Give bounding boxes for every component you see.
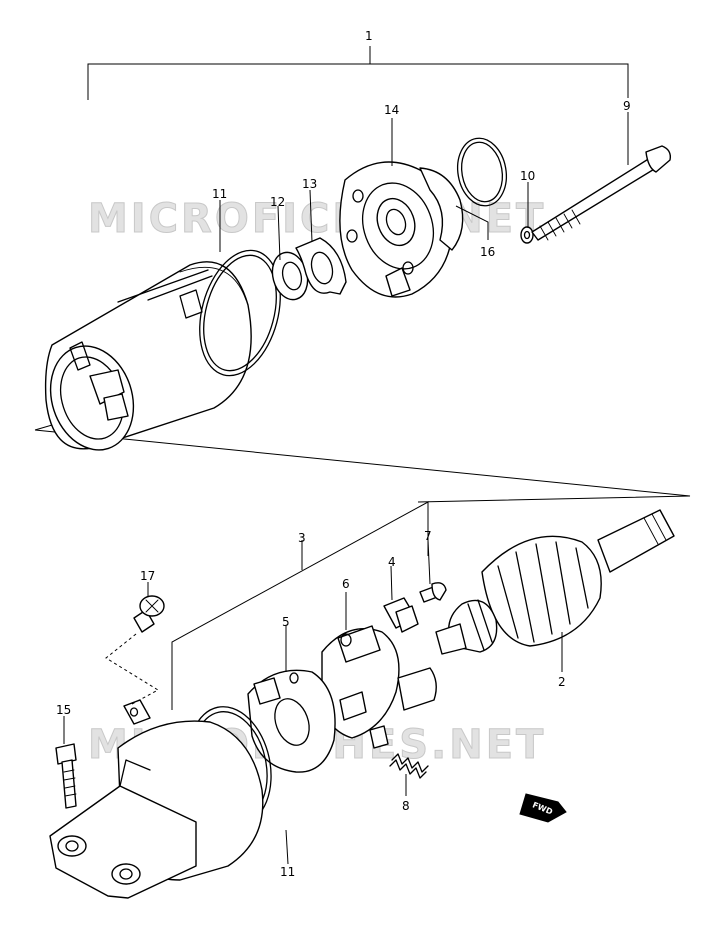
callout-17: 17: [140, 569, 155, 583]
callout-13: 13: [302, 177, 317, 191]
fwd-arrow-marker: FWD: [519, 793, 567, 823]
screw-7: [419, 582, 447, 603]
brush-spring: [389, 753, 429, 779]
callout-12: 12: [270, 195, 285, 209]
callout-6: 6: [342, 577, 350, 591]
callout-11-lower: 11: [280, 865, 295, 879]
assembly-bracket-3: [171, 501, 429, 710]
end-cover: [339, 161, 464, 298]
callout-4: 4: [388, 555, 396, 569]
insulator-plate: [247, 669, 336, 773]
mounting-bolt: [55, 743, 77, 809]
o-ring-upper: [199, 249, 281, 377]
through-bolt: [531, 145, 672, 241]
callout-14: 14: [384, 103, 399, 117]
assembly-bracket-1: [87, 46, 629, 100]
brush-holder: [383, 597, 419, 633]
callout-numbers: 1 2 3 4 5 6 7 8 9 10 11 11 12 13 14 15 1…: [56, 29, 631, 879]
callout-9: 9: [623, 99, 631, 113]
callout-2: 2: [558, 675, 566, 689]
shim-plate: [295, 237, 347, 295]
brush-plate: [321, 625, 437, 749]
callout-11-upper: 11: [212, 187, 227, 201]
screw-17: [133, 595, 165, 633]
callout-3: 3: [298, 531, 306, 545]
callout-10: 10: [520, 169, 535, 183]
callout-15: 15: [56, 703, 71, 717]
watermark-top: MICROFICHES.NET: [88, 196, 546, 242]
callout-8: 8: [402, 799, 410, 813]
callout-1: 1: [365, 29, 373, 43]
o-ring-end-cover: [456, 137, 508, 207]
yoke-housing: [44, 261, 252, 451]
callout-16: 16: [480, 245, 495, 259]
callout-5: 5: [282, 615, 290, 629]
callout-7: 7: [424, 529, 432, 543]
leader-lines: [63, 112, 629, 865]
bolt-washer: [520, 226, 534, 244]
leader-17-dashed: [105, 633, 160, 705]
drive-end-housing: [49, 699, 264, 899]
armature: [435, 509, 675, 655]
